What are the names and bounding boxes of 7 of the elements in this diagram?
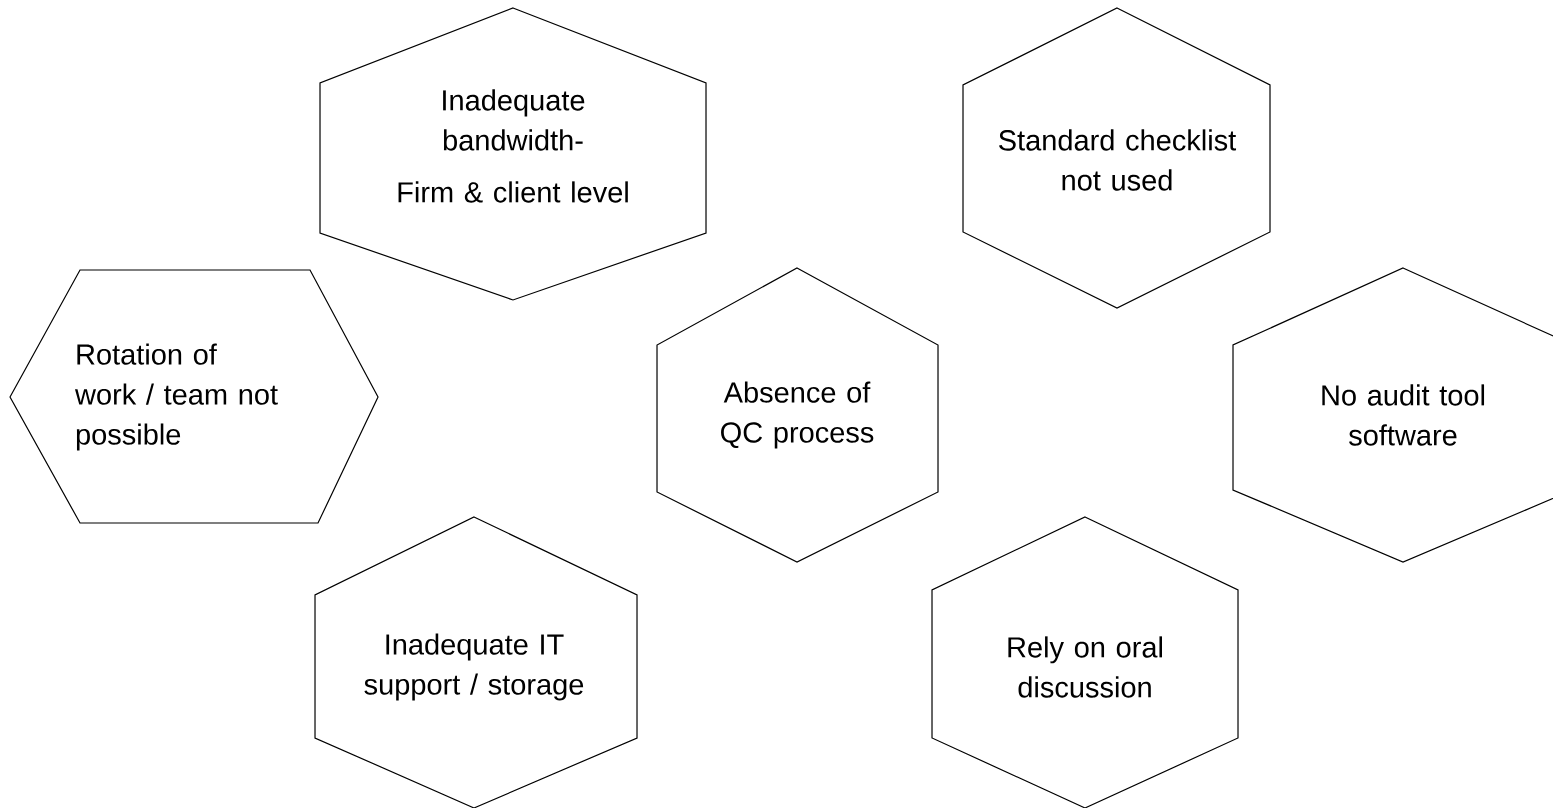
hexagon: No audit tool software: [1232, 267, 1553, 563]
hexagon: Rely on oral discussion: [931, 516, 1239, 808]
hexagon: Absence of QC process: [656, 267, 939, 563]
hexagon: Standard checklist not used: [962, 7, 1271, 309]
hexagon: Inadequate bandwidth- Firm & client level: [319, 7, 707, 301]
hexagon: Rotation of work / team not possible: [9, 269, 379, 524]
hexagon: Inadequate IT support / storage: [314, 516, 638, 808]
